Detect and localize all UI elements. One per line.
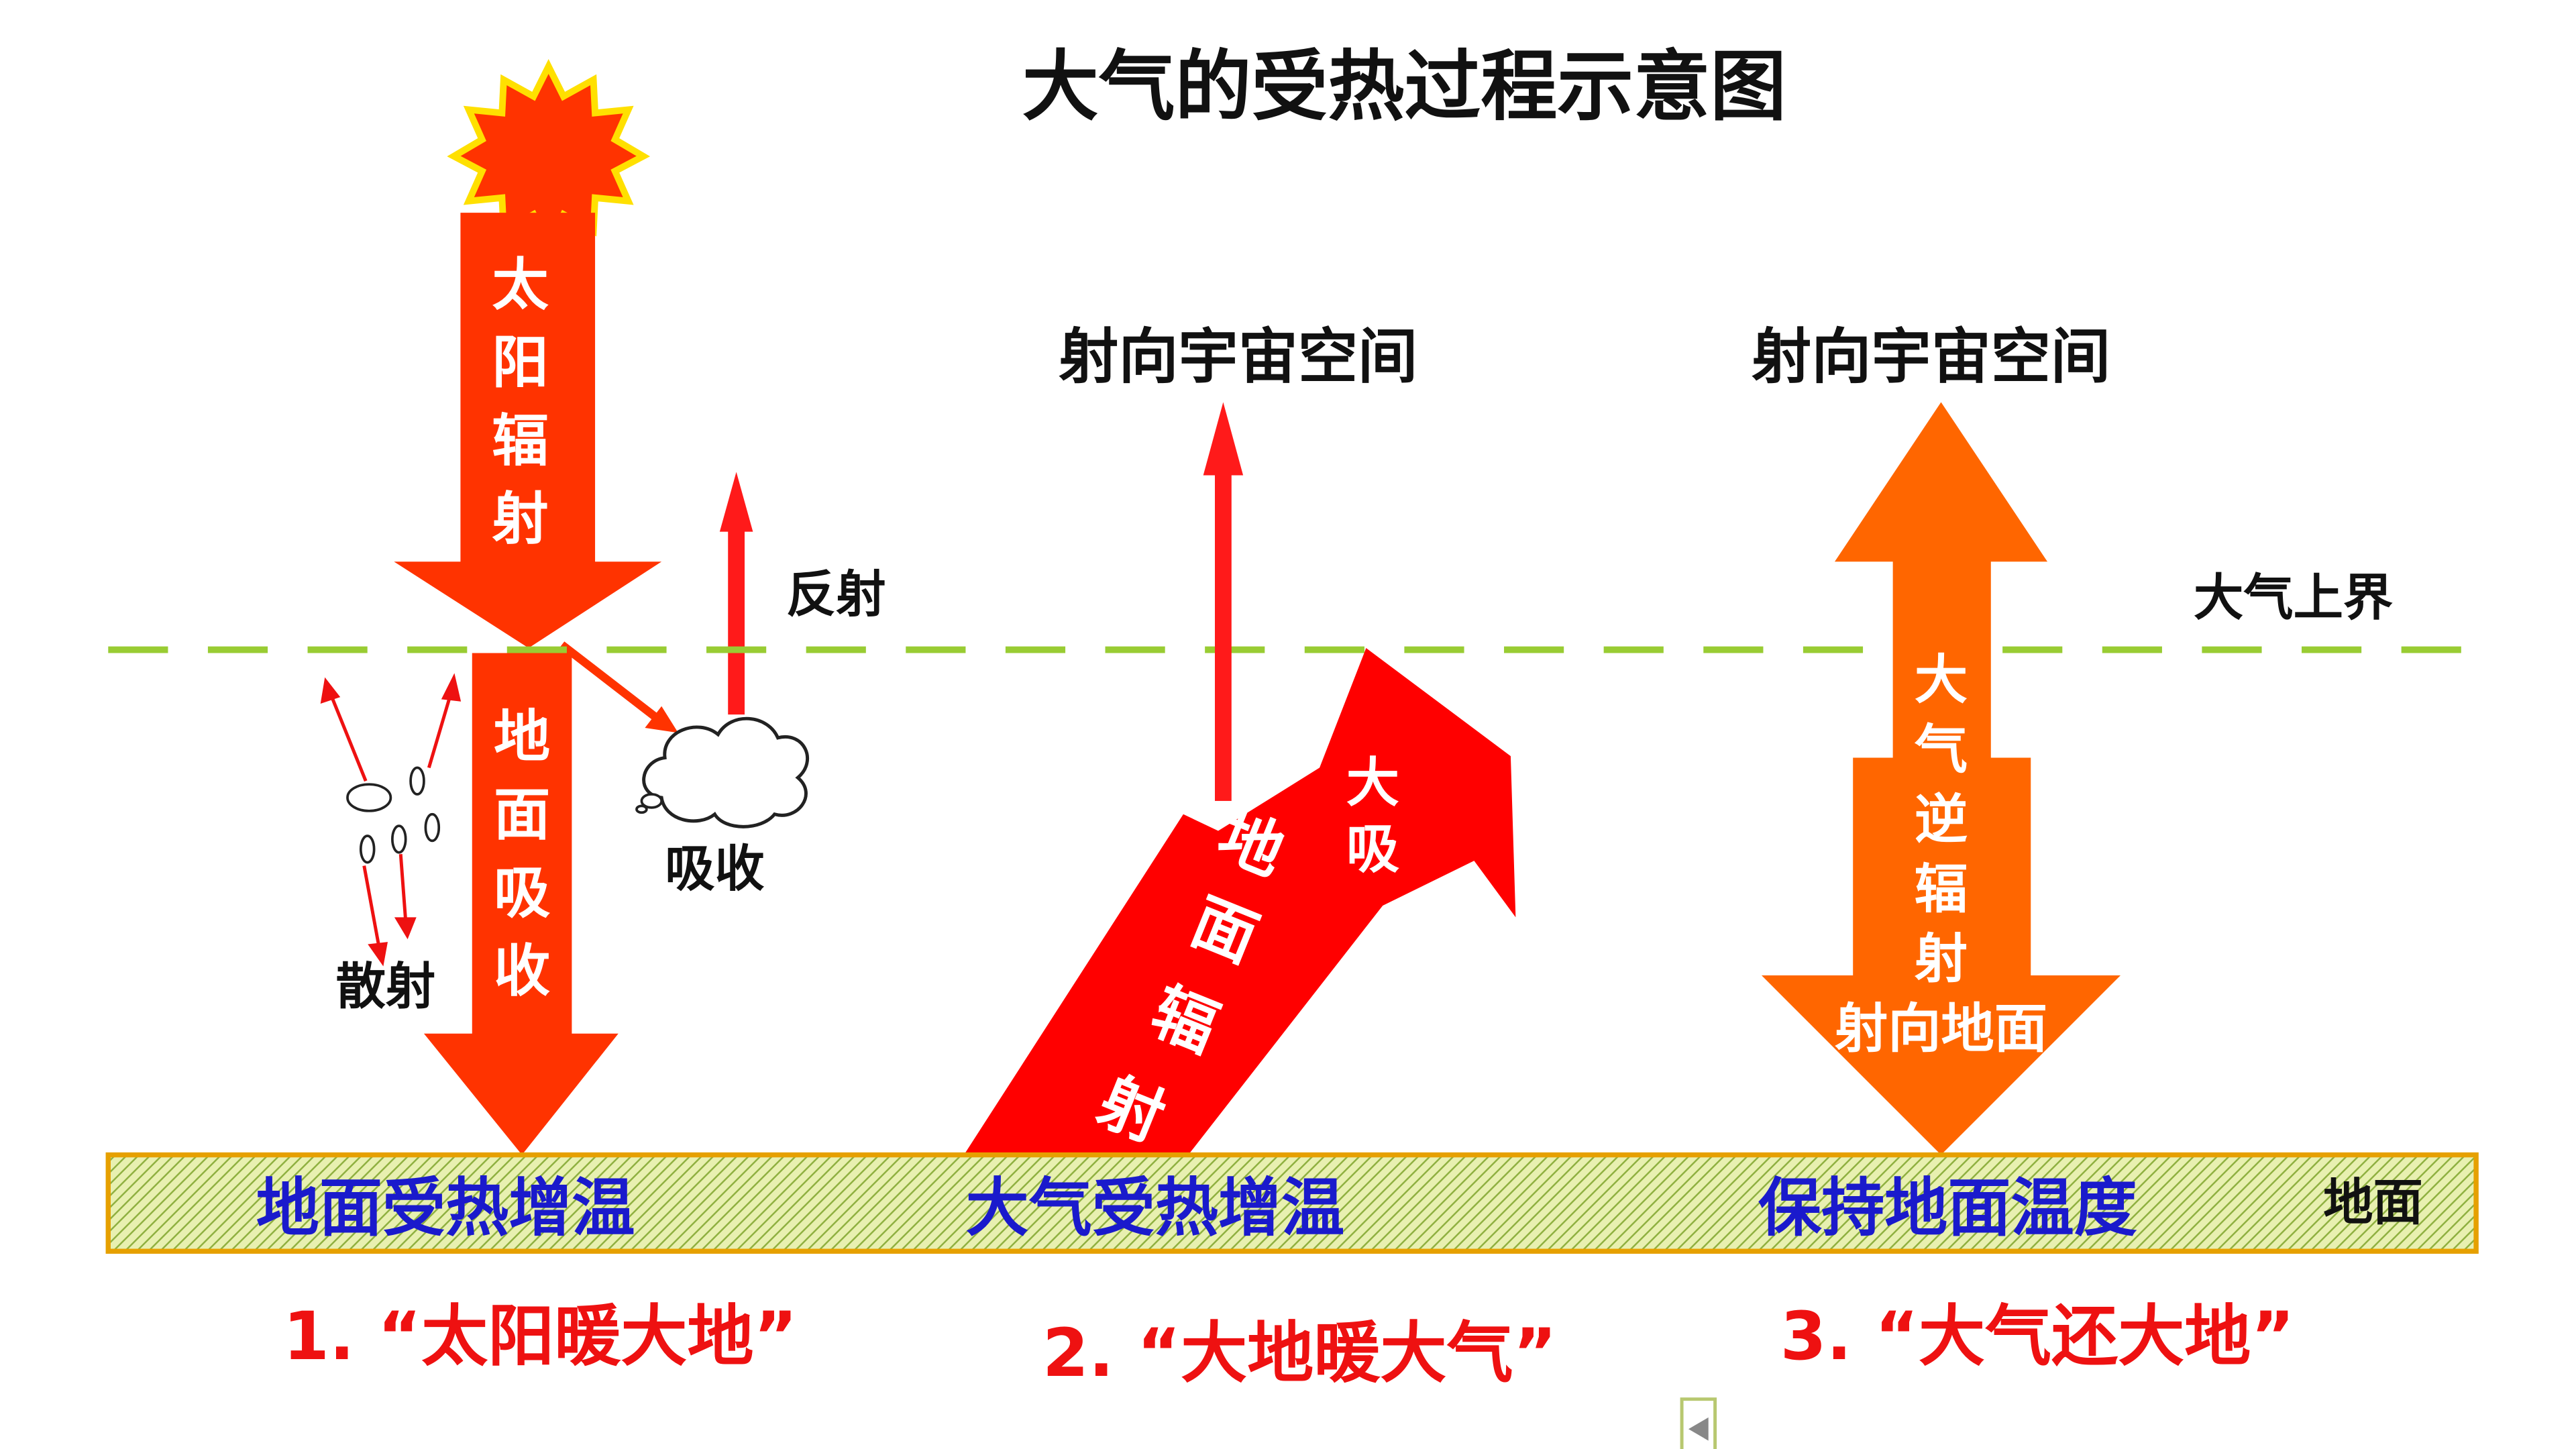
arrow-to-cloud	[559, 641, 659, 721]
to-space-label-right: 射向宇宙空间	[1752, 322, 2110, 392]
ground-effect-3: 保持地面温度	[1758, 1172, 2137, 1245]
step-2: 2. “大地暖大气”	[1042, 1315, 1557, 1392]
ground-absorption-label: 地 面 吸 收	[494, 704, 550, 1004]
svg-text:地: 地	[494, 704, 550, 769]
radiation-to-space-arrow	[1215, 468, 1232, 801]
cloud-icon	[642, 716, 810, 828]
scattering-label: 散射	[336, 957, 436, 1016]
counter-radiation-label: 大 气 逆 辐 射	[1915, 648, 1968, 989]
reflection-label: 反射	[786, 566, 886, 624]
svg-text:气: 气	[1915, 718, 1968, 780]
scattering-particles	[346, 766, 441, 864]
ground-effect-2: 大气受热增温	[966, 1172, 1345, 1245]
to-space-label-middle: 射向宇宙空间	[1059, 322, 1417, 392]
ground-absorption-arrow	[423, 653, 619, 1155]
cloud-puff	[635, 804, 648, 814]
scattering-arrows	[320, 673, 462, 967]
step-3: 3. “大气还大地”	[1780, 1298, 2295, 1375]
absorption-label: 吸收	[665, 839, 765, 898]
svg-text:吸: 吸	[494, 860, 550, 926]
arrow-to-cloud-head	[645, 706, 678, 733]
svg-text:大: 大	[1346, 751, 1399, 814]
solar-radiation-arrow	[394, 213, 662, 649]
ground-strip	[105, 1152, 2479, 1254]
step-1: 1. “太阳暖大地”	[283, 1298, 798, 1375]
cloud-puff	[640, 793, 663, 809]
svg-text:射: 射	[1915, 928, 1968, 990]
ground-label: 地面	[2323, 1173, 2423, 1232]
radiation-to-space-arrow-head	[1203, 402, 1244, 476]
reflection-arrow-head	[719, 472, 753, 532]
back-arrow-icon[interactable]	[1680, 1397, 1717, 1449]
solar-radiation-label: 太 阳 辐 射	[492, 252, 549, 551]
svg-text:面: 面	[494, 782, 550, 847]
svg-text:收: 收	[494, 938, 550, 1004]
counter-radiation-arrow	[1761, 402, 2121, 1155]
reflection-arrow	[728, 528, 745, 715]
toward-ground-label: 射向地面	[1835, 998, 2047, 1060]
ground-effect-1: 地面受热增温	[256, 1172, 635, 1245]
page-title: 大气的受热过程示意图	[1022, 41, 1786, 131]
svg-text:阳: 阳	[492, 330, 548, 396]
svg-text:逆: 逆	[1915, 788, 1968, 850]
svg-text:大: 大	[1915, 648, 1968, 710]
svg-text:辐: 辐	[492, 408, 548, 474]
ground-radiation-arrow	[963, 648, 1516, 1155]
svg-text:射: 射	[492, 486, 548, 552]
svg-text:辐: 辐	[1915, 857, 1968, 920]
atmosphere-top-label: 大气上界	[2194, 569, 2393, 627]
atmosphere-absorption-label: 大 吸	[1346, 751, 1399, 880]
svg-text:吸: 吸	[1346, 818, 1399, 880]
svg-text:太: 太	[492, 252, 549, 317]
